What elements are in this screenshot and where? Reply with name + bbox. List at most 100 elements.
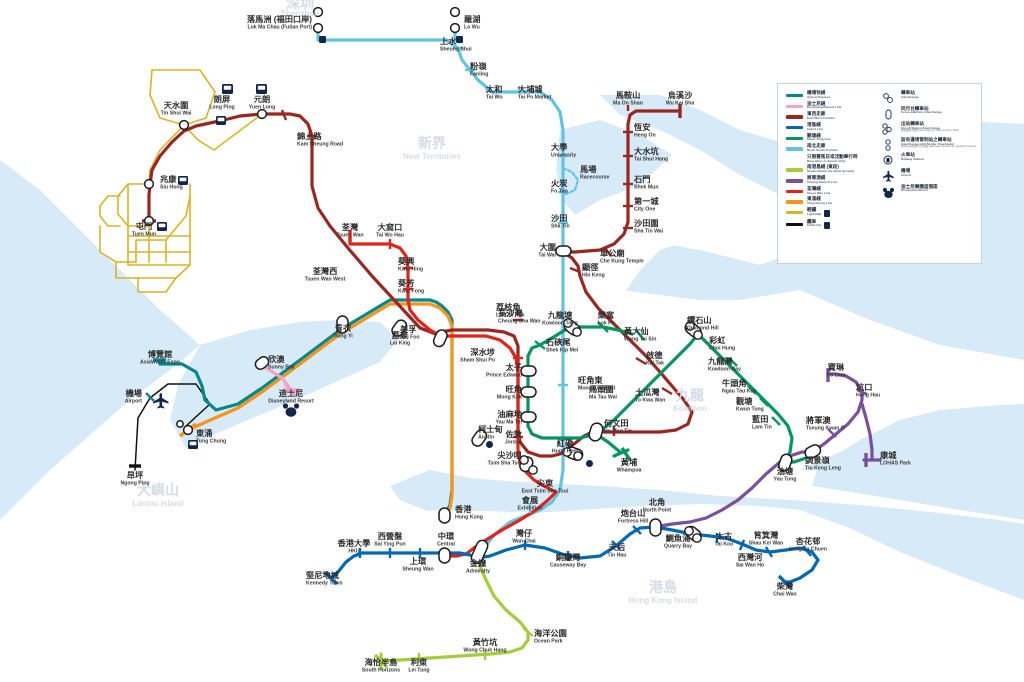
station-label-en: Kwai Hing	[398, 266, 423, 272]
station-marker-yau-tong	[778, 453, 793, 472]
station-marker-lo-wu	[449, 22, 461, 34]
station-label-en: Heng On	[634, 132, 656, 138]
station-label-en: Kai Tak	[646, 360, 664, 366]
legend-line-en: South Island Line (East Section)	[807, 169, 855, 174]
station-label-en: Exhibition	[517, 505, 542, 511]
station-marker-mong-kok	[520, 386, 537, 398]
station-label-cn: 機場	[126, 388, 143, 398]
station-label-cn: 美孚	[400, 324, 416, 334]
station-label-en: Prince Edward	[486, 372, 522, 378]
station-label-cn: 柯士甸	[478, 424, 503, 434]
legend-line-en: Tseung Kwan O Line	[807, 179, 838, 184]
legend-line-swatch-tung-chung	[786, 200, 803, 204]
legend-line-en: Light Rail	[807, 211, 822, 216]
station-label-en: Racecourse	[580, 174, 610, 180]
station-label-cn: 土瓜灣	[635, 387, 660, 397]
legend-line-cn: 迪士尼綫	[807, 100, 826, 106]
station-label-en: University	[551, 152, 576, 158]
station-label-en: Lo Wu	[464, 24, 480, 30]
station-label-en: HKU	[348, 548, 359, 554]
line-light-rail	[99, 69, 263, 293]
station-label-en: Wan Chai	[512, 538, 536, 544]
legend-line-cn: 南北走廊	[807, 143, 826, 149]
station-label-en: Diamond Hill	[687, 325, 719, 331]
airport-icon	[153, 393, 169, 409]
legend-line-en: Kwun Tong Line	[807, 137, 831, 142]
station-label-cn: 朗屏	[214, 94, 230, 104]
station-label-en: Ngong Ping	[120, 480, 149, 486]
legend-line-cn: 南港島綫 (東段)	[807, 164, 839, 170]
station-label-cn: 黃埔	[620, 457, 638, 467]
station-label-cn: 葵興	[397, 256, 414, 266]
disneyland-resort-icon	[881, 186, 897, 198]
station-label-cn: 杏花邨	[796, 536, 821, 546]
station-label-cn: 中環	[438, 531, 455, 541]
legend-line-swatch-racecourse	[786, 158, 803, 161]
station-label-cn: 大窩口	[378, 222, 403, 232]
special-icons	[153, 36, 593, 467]
station-marker-nam-cheong	[471, 429, 488, 447]
station-label-en: Tung Chung	[196, 438, 226, 444]
station-label-en: Choi Hung	[709, 345, 735, 351]
station-label-cn: 會展	[521, 495, 539, 505]
station-label-en: Kennedy Town	[306, 580, 343, 586]
legend-symbol-cn: 迪士尼樂園度假區	[901, 183, 938, 189]
station-marker-kowloon-tong-b	[572, 327, 582, 337]
cable-car-icon	[824, 221, 831, 229]
station-label-en: Mong Kok East	[578, 385, 616, 391]
station-marker-yau-ma-tei	[520, 411, 537, 423]
station-label-cn: 馬鞍山	[616, 90, 641, 100]
station-marker-lok-ma-chau	[312, 22, 324, 34]
station-label-cn: 黃大仙	[623, 326, 649, 336]
legend-line-cn: 機場快綫	[807, 90, 826, 95]
station-label-en: Yau Tong	[774, 476, 797, 482]
station-label-cn: 欣澳	[268, 354, 285, 364]
legend-line-swatch-south-island	[786, 168, 803, 172]
station-label-en: Yuen Long	[249, 104, 276, 110]
legend-line-cn: 纜車	[807, 218, 817, 224]
station-label-en: Wong Tai Sin	[624, 336, 656, 342]
station-marker-ngong-ping-top	[176, 420, 184, 428]
station-label-en: Hang Hau	[856, 392, 880, 398]
station-label-en: Tai Shui Hang	[634, 156, 668, 162]
station-markers	[143, 6, 868, 663]
station-label-cn: 第一城	[634, 196, 659, 206]
sea-tko-inlet	[800, 424, 1024, 470]
station-label-en: South Horizons	[362, 667, 400, 673]
cross-platform-interchange-icon	[881, 108, 897, 120]
station-label-cn: 錦上路	[297, 131, 322, 141]
station-label-cn: 大埔墟	[518, 84, 543, 94]
line-tkol-lohas	[860, 402, 874, 462]
station-label-en: Lai King	[390, 340, 410, 346]
station-label-cn: 海怡半島	[365, 657, 398, 667]
legend-line-cn: 將軍澳綫	[807, 175, 826, 181]
disneyland-icon	[282, 403, 300, 417]
station-label-cn: 烏溪沙	[668, 90, 693, 100]
legend-symbol-en: Airport	[901, 172, 912, 177]
station-label-cn: 兆康	[160, 174, 177, 184]
line-east-west-nw	[147, 112, 443, 338]
station-marker-diamond-hill-b	[693, 330, 703, 340]
legend-line-en: Tung Chung Line	[807, 201, 833, 206]
station-label-cn: 大學	[551, 142, 567, 152]
station-marker-hong-kong	[438, 507, 451, 524]
legend-symbol-cn: 同月台轉車站	[901, 105, 929, 111]
line-east-west-ma-on-shan	[561, 109, 682, 254]
station-label-cn: 粉嶺	[470, 61, 487, 71]
station-label-en: Che Kung Temple	[600, 258, 644, 264]
